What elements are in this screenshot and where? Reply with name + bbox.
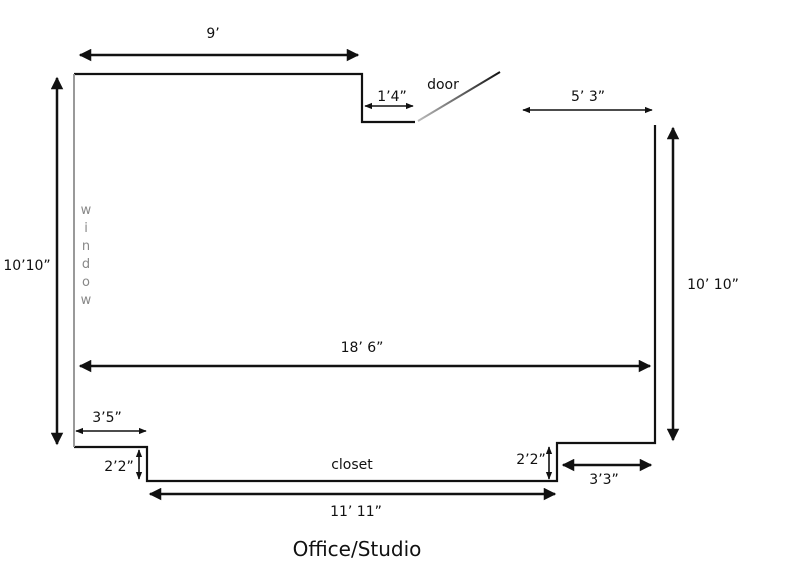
label-right-top-wall: 5’ 3” bbox=[571, 89, 605, 105]
room-walls bbox=[73, 71, 657, 483]
label-right-height: 10’ 10” bbox=[687, 277, 739, 293]
label-room-width: 18’ 6” bbox=[341, 340, 384, 356]
label-door: door bbox=[427, 77, 459, 93]
window-letter: n bbox=[82, 239, 90, 254]
window-letter: i bbox=[84, 221, 88, 236]
label-door-offset: 1’4” bbox=[377, 89, 407, 105]
plan-title: Office/Studio bbox=[293, 537, 422, 561]
label-top-wall: 9’ bbox=[206, 26, 219, 42]
label-left-closet-depth: 2’2” bbox=[104, 459, 134, 475]
label-left-step: 3’5” bbox=[92, 410, 122, 426]
window-letter: o bbox=[82, 275, 90, 290]
window-label: w i n d o w bbox=[81, 203, 92, 308]
label-closet: closet bbox=[331, 457, 373, 473]
window-letter: w bbox=[81, 293, 92, 308]
label-right-step: 3’3” bbox=[589, 472, 619, 488]
label-right-closet-depth: 2’2” bbox=[516, 452, 546, 468]
window-letter: d bbox=[82, 257, 90, 272]
door-swing bbox=[417, 71, 501, 122]
label-closet-width: 11’ 11” bbox=[330, 504, 382, 520]
label-left-height: 10’10” bbox=[3, 258, 50, 274]
window-letter: w bbox=[81, 203, 92, 218]
